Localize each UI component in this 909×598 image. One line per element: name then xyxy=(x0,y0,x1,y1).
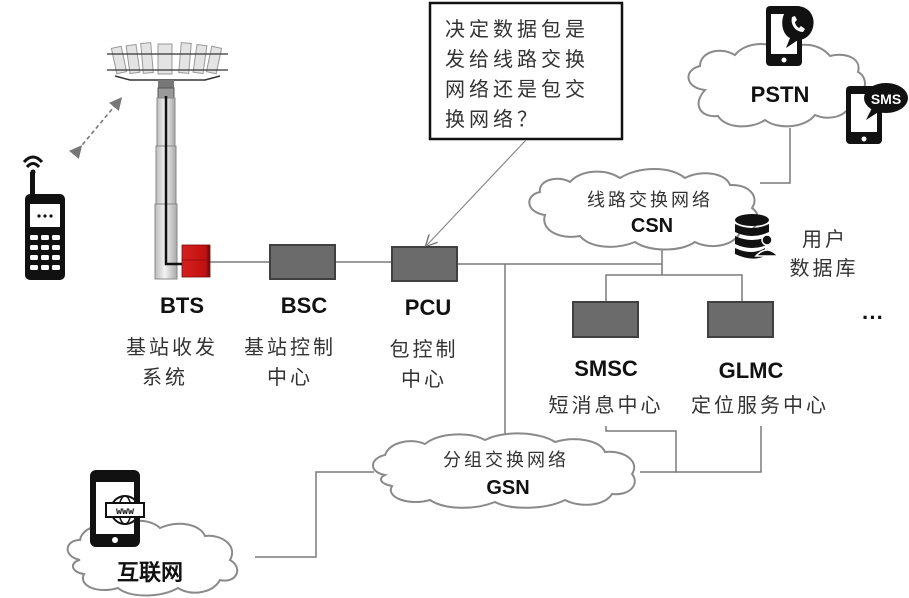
wire-csn-smsc xyxy=(605,264,663,302)
wireless-link-arrow xyxy=(68,97,123,160)
bts-desc-line-2: 系统 xyxy=(142,365,188,389)
gsn-label: GSN xyxy=(486,477,529,499)
wire-csn-glmc xyxy=(662,274,743,302)
wire-glmc-gsn xyxy=(676,426,762,473)
bts-label: BTS xyxy=(160,293,204,318)
pstn-label: PSTN xyxy=(751,82,810,107)
pstn-cloud[interactable]: PSTN xyxy=(687,43,866,128)
phone-www-icon: www xyxy=(90,470,145,547)
wire-gsn-internet xyxy=(255,471,374,558)
smsc-desc: 短消息中心 xyxy=(549,393,664,417)
bts-desc-line-1: 基站收发 xyxy=(126,335,218,359)
gsn-cloud[interactable]: 分组交换网络 GSN xyxy=(372,432,636,509)
callout-line-3: 网络还是包交 xyxy=(445,77,589,101)
mobile-phone-icon xyxy=(22,155,65,280)
smsc-label: SMSC xyxy=(574,356,638,381)
www-text: www xyxy=(116,506,135,517)
csn-label: CSN xyxy=(631,215,673,237)
wire-smsc-gsn xyxy=(605,426,677,473)
database-label-line-2: 数据库 xyxy=(790,256,859,280)
bsc-desc-line-2: 中心 xyxy=(267,365,313,389)
connection-lines xyxy=(210,128,791,558)
csn-name: 线路交换网络 xyxy=(587,190,713,211)
callout-line-1: 决定数据包是 xyxy=(445,17,589,41)
callout-box: 决定数据包是 发给线路交换 网络还是包交 换网络？ xyxy=(428,1,624,141)
bsc-label: BSC xyxy=(281,293,328,318)
glmc-desc: 定位服务中心 xyxy=(691,393,829,417)
glmc-box[interactable] xyxy=(707,301,774,338)
callout-line-2: 发给线路交换 xyxy=(445,47,589,71)
bts-equipment-box xyxy=(181,244,211,278)
wire-pstn-csn xyxy=(760,128,791,184)
bsc-box[interactable] xyxy=(269,244,336,280)
sms-bubble-text: SMS xyxy=(871,91,901,107)
csn-cloud[interactable]: 线路交换网络 CSN xyxy=(528,168,759,251)
gsn-name: 分组交换网络 xyxy=(443,450,569,471)
user-database-icon xyxy=(735,214,780,259)
pcu-label: PCU xyxy=(405,295,451,320)
internet-label: 互联网 xyxy=(117,560,183,585)
pcu-box[interactable] xyxy=(391,246,458,282)
database-label-line-1: 用户 xyxy=(802,227,848,251)
smsc-box[interactable] xyxy=(572,301,639,338)
wire-pcu-csn xyxy=(457,246,663,265)
callout-line-4: 换网络？ xyxy=(445,107,541,131)
pcu-desc-line-2: 中心 xyxy=(401,367,447,391)
glmc-label: GLMC xyxy=(719,358,784,383)
signal-wave-icon xyxy=(22,155,44,164)
bts-tower-icon xyxy=(107,42,228,280)
phone-call-icon xyxy=(766,6,814,66)
more-nodes-ellipsis: ··· xyxy=(862,305,884,330)
pcu-desc-line-1: 包控制 xyxy=(390,337,459,361)
phone-sms-icon: SMS xyxy=(846,83,908,144)
bsc-desc-line-1: 基站控制 xyxy=(244,335,336,359)
callout-pointer-arrow xyxy=(427,139,527,245)
